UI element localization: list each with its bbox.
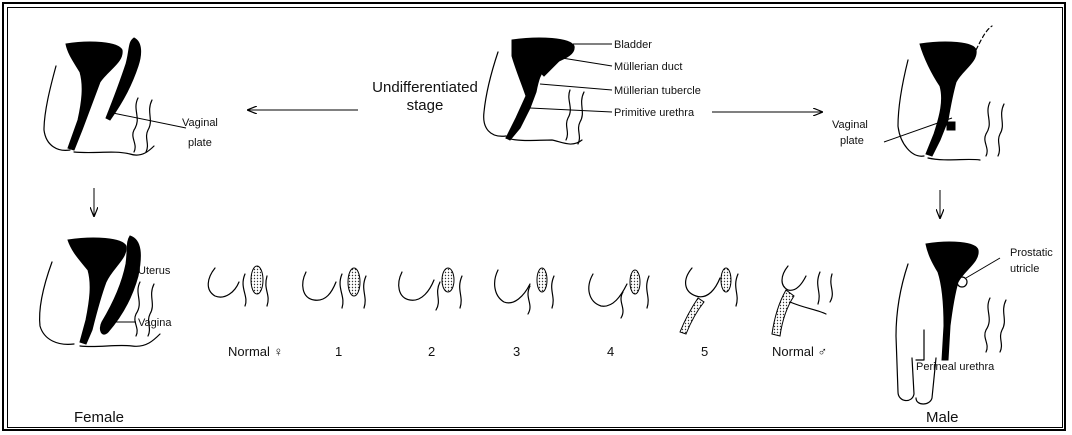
stage-sketch-5 (680, 268, 738, 334)
stage-sketches (208, 266, 832, 336)
prostatic-utricle-label-line1: Prostatic (1010, 247, 1053, 259)
stage-sketch-normal-female (208, 266, 268, 306)
prostatic-utricle-label-line2: utricle (1010, 263, 1039, 275)
primitive-urethra-label: Primitive urethra (614, 107, 695, 119)
undifferentiated-figure (484, 38, 612, 144)
vaginal-plate-left-label-line2: plate (188, 137, 212, 149)
stage-sketch-4 (589, 270, 649, 318)
female-mature-figure (40, 236, 160, 347)
stage-label-4: 4 (607, 344, 614, 359)
uterus-label: Uterus (138, 265, 171, 277)
male-mature-figure (896, 242, 1006, 404)
male-early-figure (884, 26, 1004, 160)
undifferentiated-label-line2: stage (407, 97, 444, 114)
stage-label-normal-male: Normal ♂ (772, 344, 827, 359)
vaginal-plate-right-label-line2: plate (840, 135, 864, 147)
stage-sketch-3 (495, 268, 554, 314)
stage-label-5: 5 (701, 344, 708, 359)
female-early-figure (44, 38, 186, 155)
stage-sketch-2 (399, 268, 462, 310)
vagina-label: Vagina (138, 317, 172, 329)
stage-label-3: 3 (513, 344, 520, 359)
mullerian-tubercle-label: Müllerian tubercle (614, 85, 701, 97)
stage-sketch-normal-male (772, 266, 832, 336)
stage-sketch-1 (303, 268, 366, 308)
perineal-urethra-label: Perineal urethra (916, 361, 995, 373)
vaginal-plate-right-label-line1: Vaginal (832, 119, 868, 131)
undifferentiated-label-line1: Undifferentiated (372, 79, 478, 96)
male-label: Male (926, 409, 959, 426)
vaginal-plate-left-label-line1: Vaginal (182, 117, 218, 129)
stage-label-2: 2 (428, 344, 435, 359)
bladder-label: Bladder (614, 39, 652, 51)
mullerian-duct-label: Müllerian duct (614, 61, 682, 73)
stage-label-normal-female: Normal ♀ (228, 344, 283, 359)
female-label: Female (74, 409, 124, 426)
stage-label-1: 1 (335, 344, 342, 359)
